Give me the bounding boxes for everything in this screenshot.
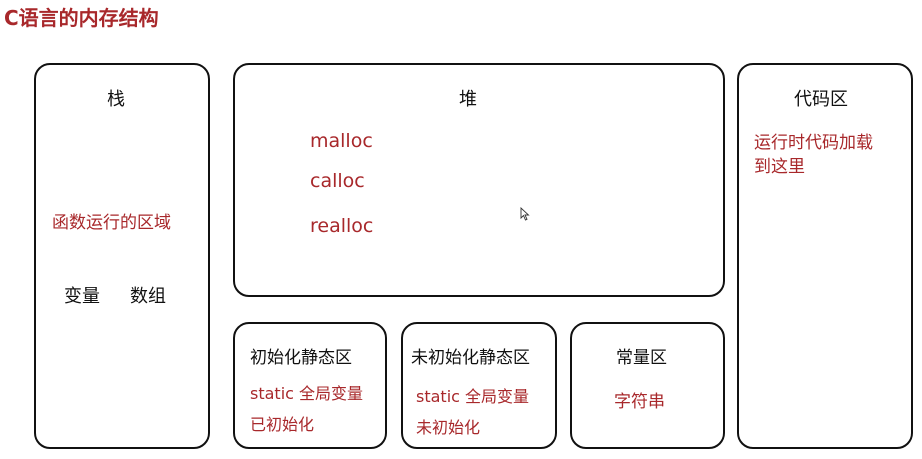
heap-function-malloc: malloc bbox=[310, 130, 373, 152]
constant-box: 常量区 字符串 bbox=[570, 322, 725, 449]
stack-item-variable: 变量 bbox=[64, 286, 100, 307]
heap-title: 堆 bbox=[459, 89, 477, 110]
heap-box: 堆 malloc calloc realloc bbox=[233, 63, 725, 297]
code-description-line2: 到这里 bbox=[754, 157, 805, 177]
page-title: C语言的内存结构 bbox=[4, 6, 159, 30]
heap-function-calloc: calloc bbox=[310, 170, 365, 192]
uninitialized-static-line1: static 全局变量 bbox=[416, 387, 530, 406]
constant-title: 常量区 bbox=[616, 348, 667, 368]
code-title: 代码区 bbox=[794, 89, 848, 110]
initialized-static-box: 初始化静态区 static 全局变量 已初始化 bbox=[233, 322, 387, 449]
heap-function-realloc: realloc bbox=[310, 215, 374, 237]
stack-title: 栈 bbox=[107, 89, 125, 110]
uninitialized-static-box: 未初始化静态区 static 全局变量 未初始化 bbox=[401, 322, 557, 449]
initialized-static-title: 初始化静态区 bbox=[250, 348, 352, 368]
initialized-static-line1: static 全局变量 bbox=[250, 384, 364, 403]
code-description-line1: 运行时代码加载 bbox=[754, 133, 873, 153]
uninitialized-static-title: 未初始化静态区 bbox=[411, 348, 530, 368]
mouse-cursor-icon bbox=[520, 207, 530, 221]
stack-box: 栈 函数运行的区域 变量 数组 bbox=[34, 63, 210, 449]
initialized-static-line2: 已初始化 bbox=[250, 415, 315, 434]
code-box: 代码区 运行时代码加载 到这里 bbox=[737, 63, 913, 449]
constant-content: 字符串 bbox=[614, 392, 665, 412]
uninitialized-static-line2: 未初始化 bbox=[416, 418, 481, 437]
stack-description: 函数运行的区域 bbox=[52, 213, 171, 233]
stack-item-array: 数组 bbox=[130, 286, 166, 307]
